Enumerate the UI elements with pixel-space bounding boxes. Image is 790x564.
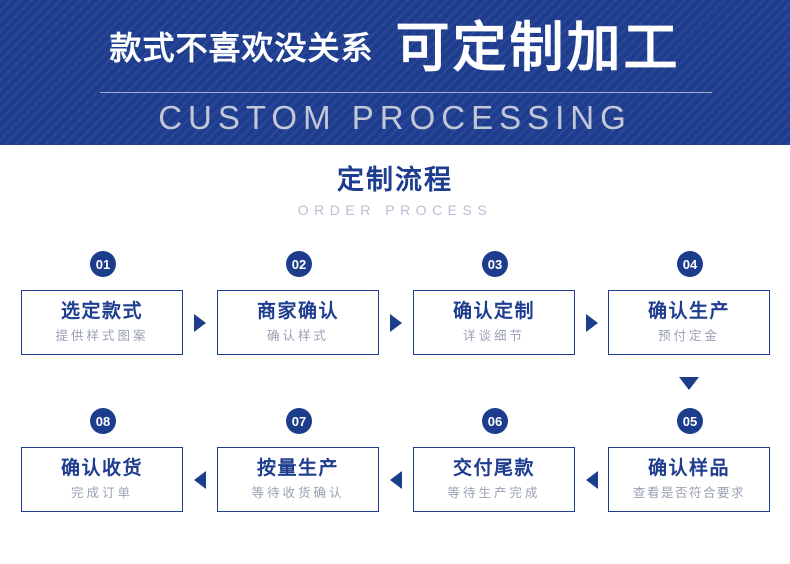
header-banner: 款式不喜欢没关系 可定制加工 CUSTOM PROCESSING — [0, 0, 790, 145]
banner-headline-en: CUSTOM PROCESSING — [158, 99, 632, 136]
flow-arrow-down-icon — [679, 377, 699, 390]
flow-arrow-left-icon-1 — [194, 471, 206, 489]
step-subtitle-05: 查看是否符合要求 — [632, 485, 745, 500]
step-badge-04: 04 — [677, 251, 703, 277]
step-subtitle-07: 等待收货确认 — [251, 485, 345, 500]
step-subtitle-03: 详谈细节 — [462, 328, 525, 343]
flow-arrow-right-icon-3 — [586, 314, 598, 332]
step-box-07[interactable]: 按量生产 等待收货确认 — [217, 447, 379, 512]
step-box-04[interactable]: 确认生产 预付定金 — [608, 290, 770, 355]
step-subtitle-01: 提供样式图案 — [55, 328, 149, 343]
step-subtitle-02: 确认样式 — [266, 328, 329, 343]
section-title-cn: 定制流程 — [337, 165, 453, 195]
banner-divider — [100, 92, 712, 93]
step-box-08[interactable]: 确认收货 完成订单 — [21, 447, 183, 512]
step-title-04: 确认生产 — [647, 300, 730, 322]
step-title-05: 确认样品 — [647, 457, 730, 479]
flow-arrow-right-icon-1 — [194, 314, 206, 332]
banner-headline-cn: 可定制加工 — [395, 18, 681, 78]
flow-arrow-left-icon-2 — [390, 471, 402, 489]
banner-subheadline-cn: 款式不喜欢没关系 — [109, 30, 374, 66]
step-badge-03: 03 — [482, 251, 508, 277]
step-title-07: 按量生产 — [256, 457, 339, 479]
section-title-en: ORDER PROCESS — [297, 202, 493, 218]
step-title-02: 商家确认 — [256, 300, 339, 322]
step-badge-02: 02 — [286, 251, 312, 277]
step-box-01[interactable]: 选定款式 提供样式图案 — [21, 290, 183, 355]
step-badge-05: 05 — [677, 408, 703, 434]
flow-arrow-left-icon-3 — [586, 471, 598, 489]
banner-headline-row: 款式不喜欢没关系 可定制加工 — [0, 6, 790, 90]
step-badge-06: 06 — [482, 408, 508, 434]
step-title-08: 确认收货 — [60, 457, 143, 479]
step-subtitle-06: 等待生产完成 — [447, 485, 541, 500]
step-box-06[interactable]: 交付尾款 等待生产完成 — [413, 447, 575, 512]
step-subtitle-04: 预付定金 — [657, 328, 720, 343]
step-box-05[interactable]: 确认样品 查看是否符合要求 — [608, 447, 770, 512]
step-box-02[interactable]: 商家确认 确认样式 — [217, 290, 379, 355]
step-title-06: 交付尾款 — [452, 457, 535, 479]
step-badge-07: 07 — [286, 408, 312, 434]
step-badge-01: 01 — [90, 251, 116, 277]
flow-arrow-right-icon-2 — [390, 314, 402, 332]
step-badge-08: 08 — [90, 408, 116, 434]
step-subtitle-08: 完成订单 — [70, 485, 133, 500]
step-title-03: 确认定制 — [452, 300, 535, 322]
step-title-01: 选定款式 — [60, 300, 143, 322]
step-box-03[interactable]: 确认定制 详谈细节 — [413, 290, 575, 355]
